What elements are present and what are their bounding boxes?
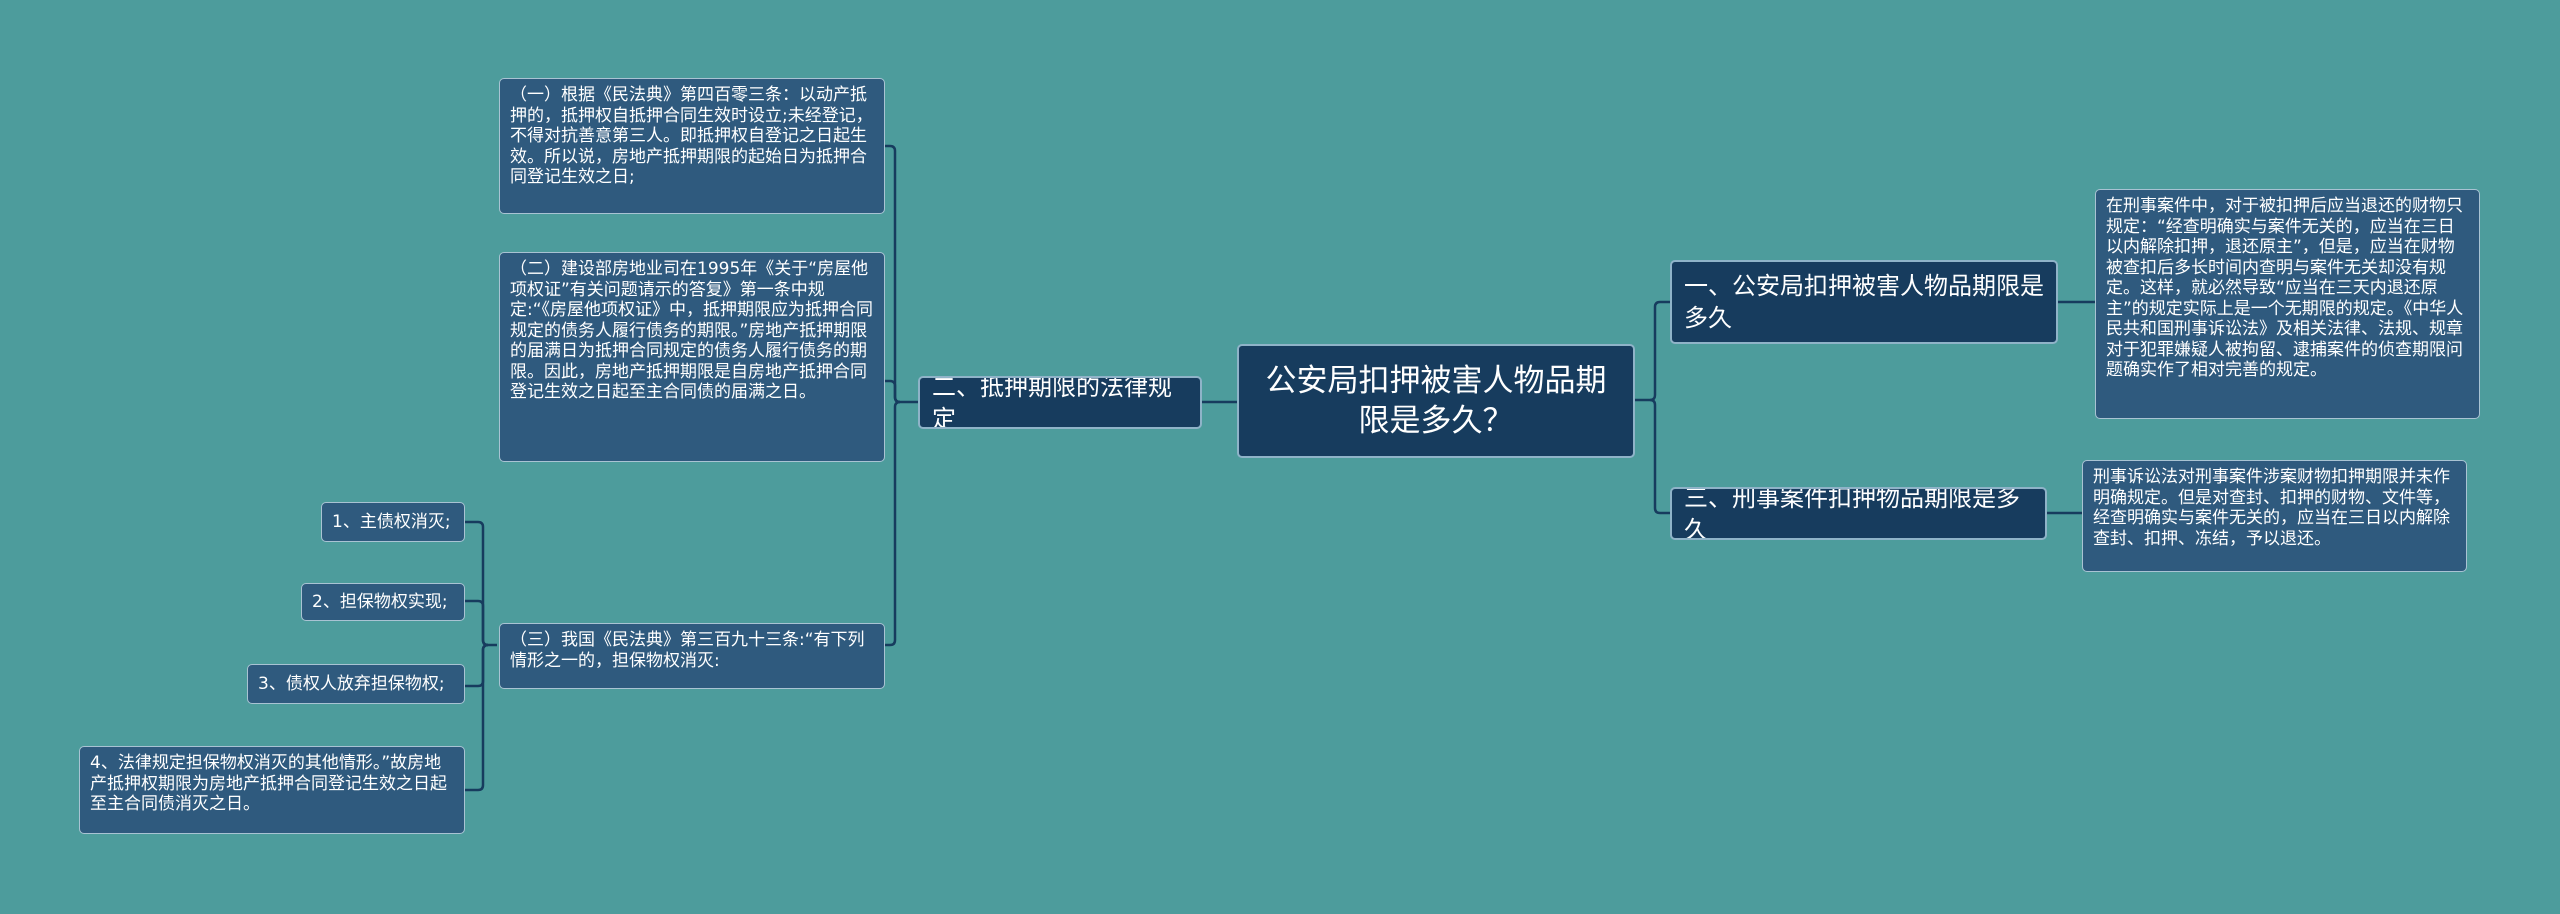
detail-text-right-3: 刑事诉讼法对刑事案件涉案财物扣押期限并未作明确规定。但是对查封、扣押的财物、文件… <box>2093 467 2450 549</box>
item-node-2[interactable]: （二）建设部房地业司在1995年《关于“房屋他项权证”有关问题请示的答复》第一条… <box>499 252 885 462</box>
subitem-node-1[interactable]: 1、主债权消灭; <box>321 502 465 542</box>
subitem-text-1: 1、主债权消灭; <box>332 511 451 532</box>
subitem-node-4[interactable]: 4、法律规定担保物权消灭的其他情形。”故房地产抵押权期限为房地产抵押合同登记生效… <box>79 746 465 834</box>
root-node[interactable]: 公安局扣押被害人物品期限是多久？ <box>1237 344 1635 458</box>
branch-label-right-3: 三、刑事案件扣押物品期限是多久 <box>1684 487 2020 540</box>
branch-node-right-3[interactable]: 三、刑事案件扣押物品期限是多久 <box>1670 487 2047 540</box>
root-title: 公安局扣押被害人物品期限是多久？ <box>1265 363 1607 439</box>
subitem-text-2: 2、担保物权实现; <box>312 591 448 612</box>
detail-node-right-1[interactable]: 在刑事案件中，对于被扣押后应当退还的财物只规定：“经查明确实与案件无关的，应当在… <box>2095 189 2480 419</box>
subitem-node-2[interactable]: 2、担保物权实现; <box>301 583 465 621</box>
branch-node-left-2[interactable]: 二、抵押期限的法律规定 <box>918 376 1202 429</box>
subitem-text-4: 4、法律规定担保物权消灭的其他情形。”故房地产抵押权期限为房地产抵押合同登记生效… <box>90 753 447 814</box>
item-text-3: （三）我国《民法典》第三百九十三条:“有下列情形之一的，担保物权消灭: <box>510 630 865 671</box>
detail-node-right-3[interactable]: 刑事诉讼法对刑事案件涉案财物扣押期限并未作明确规定。但是对查封、扣押的财物、文件… <box>2082 460 2467 572</box>
detail-text-right-1: 在刑事案件中，对于被扣押后应当退还的财物只规定：“经查明确实与案件无关的，应当在… <box>2106 196 2464 380</box>
branch-node-right-1[interactable]: 一、公安局扣押被害人物品期限是多久 <box>1670 260 2058 344</box>
subitem-text-3: 3、债权人放弃担保物权; <box>258 673 445 694</box>
branch-label-right-1: 一、公安局扣押被害人物品期限是多久 <box>1684 272 2044 332</box>
branch-label-left-2: 二、抵押期限的法律规定 <box>932 376 1172 429</box>
item-text-1: （一）根据《民法典》第四百零三条：以动产抵押的，抵押权自抵押合同生效时设立;未经… <box>510 85 873 187</box>
subitem-node-3[interactable]: 3、债权人放弃担保物权; <box>247 664 465 704</box>
item-node-1[interactable]: （一）根据《民法典》第四百零三条：以动产抵押的，抵押权自抵押合同生效时设立;未经… <box>499 78 885 214</box>
item-text-2: （二）建设部房地业司在1995年《关于“房屋他项权证”有关问题请示的答复》第一条… <box>510 259 874 402</box>
item-node-3[interactable]: （三）我国《民法典》第三百九十三条:“有下列情形之一的，担保物权消灭: <box>499 623 885 689</box>
